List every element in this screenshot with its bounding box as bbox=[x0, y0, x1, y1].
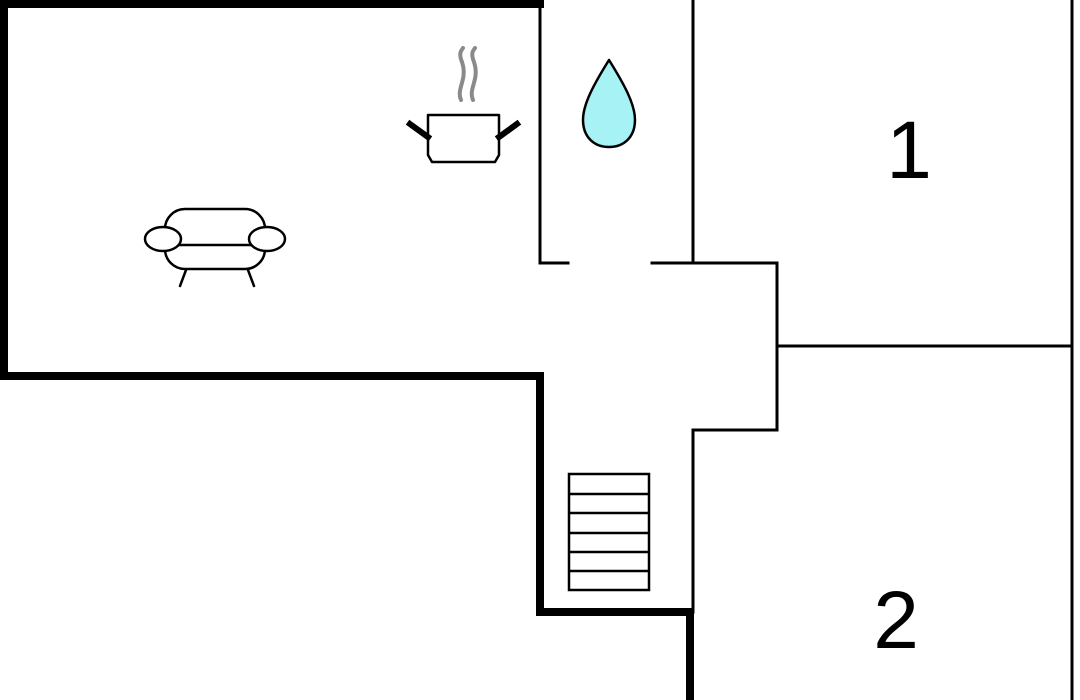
cooking-pot-icon bbox=[405, 46, 522, 164]
living-room-outer-wall bbox=[0, 0, 694, 700]
bedroom-2-label: 2 bbox=[873, 575, 919, 666]
water-drop-icon bbox=[581, 58, 637, 149]
staircase-icon bbox=[567, 472, 651, 592]
bedroom-1-label: 1 bbox=[886, 105, 932, 196]
exterior-walls bbox=[0, 0, 694, 700]
interior-walls bbox=[538, 0, 1074, 700]
sofa-icon bbox=[143, 207, 287, 288]
